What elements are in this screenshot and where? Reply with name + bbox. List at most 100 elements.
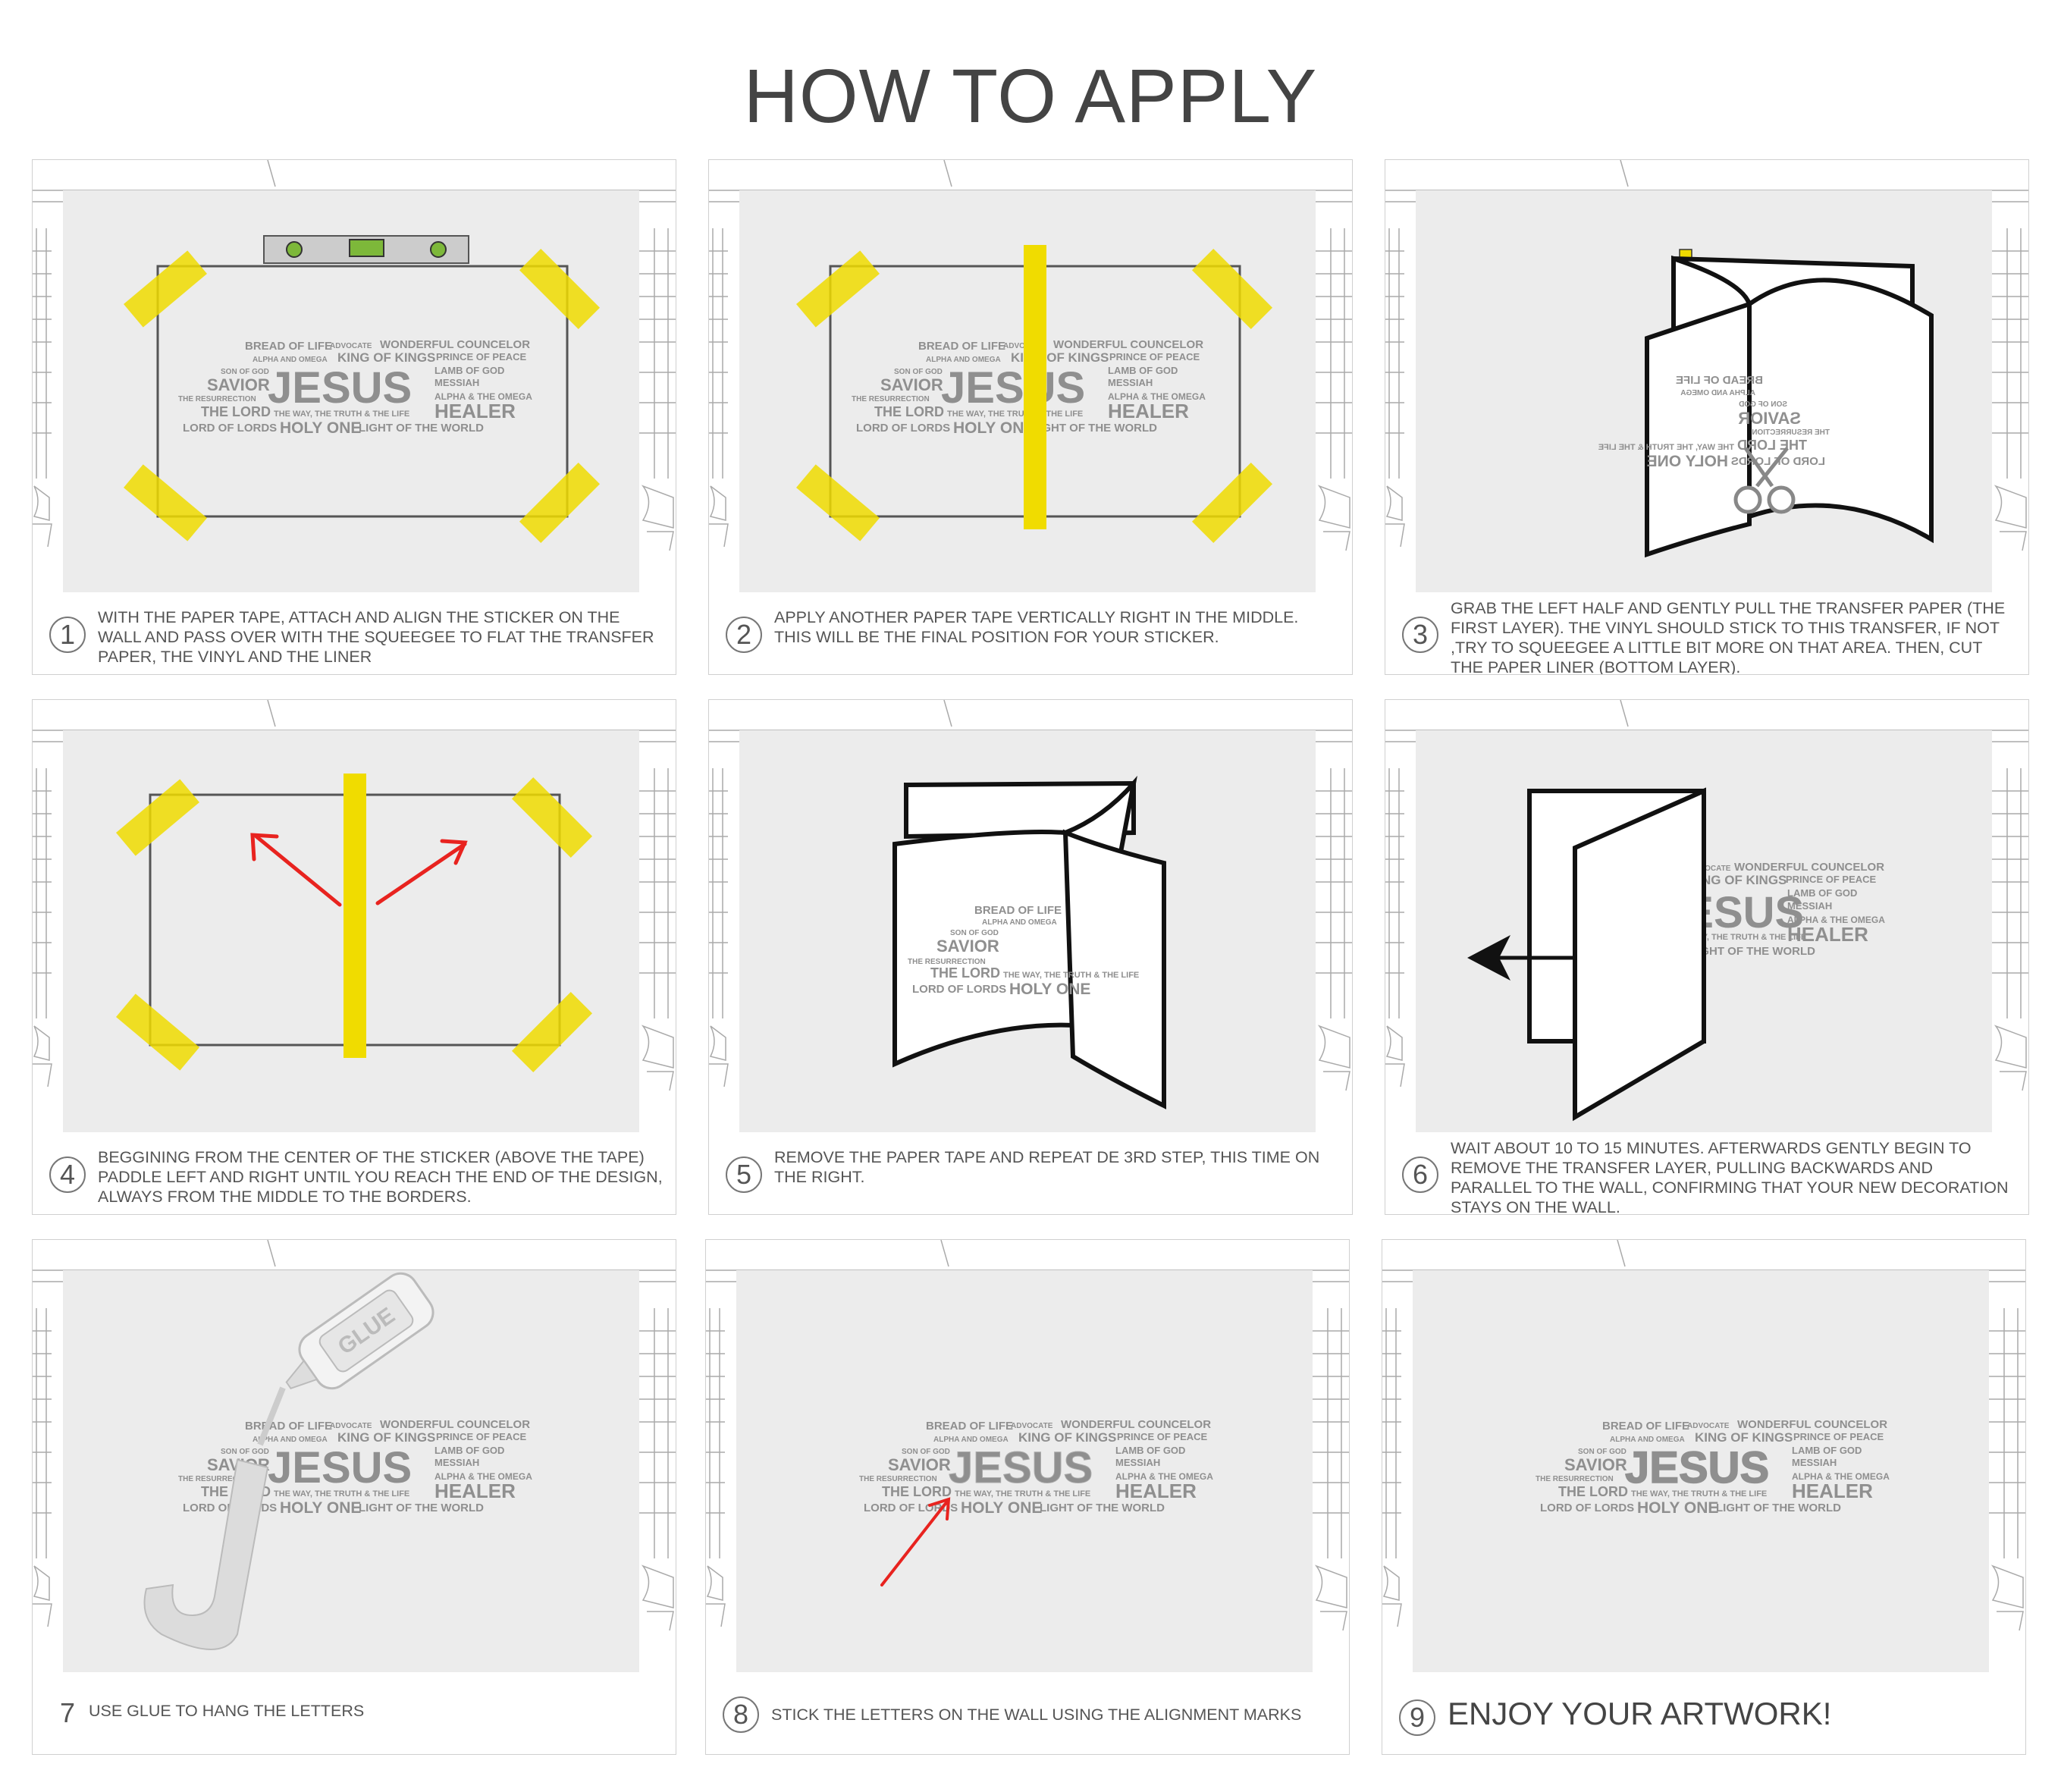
step-caption-2: 2 APPLY ANOTHER PAPER TAPE VERTICALLY RI…: [709, 600, 1352, 674]
svg-text:WONDERFUL COUNCELOR: WONDERFUL COUNCELOR: [380, 1418, 530, 1431]
step-caption-7: 7 USE GLUE TO HANG THE LETTERS: [33, 1680, 676, 1754]
svg-text:SON OF GOD: SON OF GOD: [894, 368, 943, 376]
red-arrow-icon: [250, 833, 468, 907]
svg-text:ALPHA AND OMEGA: ALPHA AND OMEGA: [253, 1436, 328, 1444]
svg-text:SAVIOR: SAVIOR: [1738, 409, 1801, 428]
svg-text:KING OF KINGS: KING OF KINGS: [1689, 873, 1787, 887]
svg-text:MESSIAH: MESSIAH: [434, 1457, 479, 1468]
svg-text:WONDERFUL COUNCELOR: WONDERFUL COUNCELOR: [1061, 1418, 1211, 1431]
svg-text:JESUS: JESUS: [268, 363, 412, 413]
svg-text:WONDERFUL COUNCELOR: WONDERFUL COUNCELOR: [1734, 861, 1884, 874]
svg-text:LAMB OF GOD: LAMB OF GOD: [1115, 1445, 1185, 1456]
svg-text:THE WAY, THE TRUTH & THE LIFE: THE WAY, THE TRUTH & THE LIFE: [955, 1489, 1090, 1499]
svg-text:SAVIOR: SAVIOR: [888, 1455, 951, 1474]
letter-j-icon: [143, 1458, 269, 1650]
svg-text:HEALER: HEALER: [1792, 1480, 1873, 1502]
svg-text:LORD OF LORDS: LORD OF LORDS: [1540, 1502, 1634, 1514]
svg-text:SON OF GOD: SON OF GOD: [1578, 1448, 1627, 1456]
svg-text:JESUS: JESUS: [949, 1443, 1093, 1492]
step-number: 6: [1402, 1156, 1438, 1193]
svg-text:THE RESURRECTION: THE RESURRECTION: [178, 1475, 256, 1483]
step-text: USE GLUE TO HANG THE LETTERS: [89, 1702, 365, 1720]
step-text: STICK THE LETTERS ON THE WALL USING THE …: [771, 1706, 1302, 1724]
step-number: 5: [726, 1156, 762, 1193]
step-illustration-5: BREAD OF LIFE ALPHA AND OMEGA SON OF GOD…: [709, 700, 1352, 1140]
svg-text:SON OF GOD: SON OF GOD: [221, 368, 269, 376]
svg-text:HOLY ONE: HOLY ONE: [280, 1499, 361, 1517]
step-panel-8: BREAD OF LIFE ADVOCATE WONDERFUL COUNCEL…: [705, 1239, 1350, 1755]
page-title: HOW TO APPLY: [743, 54, 1318, 139]
step-illustration-8: BREAD OF LIFE ADVOCATE WONDERFUL COUNCEL…: [706, 1240, 1349, 1680]
svg-text:HEALER: HEALER: [434, 400, 516, 422]
svg-text:THE WAY, THE TRUTH & THE LIFE: THE WAY, THE TRUTH & THE LIFE: [1003, 971, 1139, 980]
step-panel-5: BREAD OF LIFE ALPHA AND OMEGA SON OF GOD…: [708, 699, 1353, 1215]
svg-text:SON OF GOD: SON OF GOD: [902, 1448, 950, 1456]
svg-text:LAMB OF GOD: LAMB OF GOD: [1108, 365, 1178, 376]
svg-text:THE WAY, THE TRUTH & THE LIFE: THE WAY, THE TRUTH & THE LIFE: [1598, 443, 1734, 452]
step-caption-4: 4 BEGGINING FROM THE CENTER OF THE STICK…: [33, 1140, 676, 1214]
svg-text:SON OF GOD: SON OF GOD: [950, 929, 999, 937]
svg-text:LAMB OF GOD: LAMB OF GOD: [434, 1445, 504, 1456]
svg-text:BREAD OF LIFE: BREAD OF LIFE: [1602, 1420, 1689, 1433]
step-number: 9: [1399, 1699, 1435, 1736]
step-panel-3: BREAD OF LIFE ALPHA AND OMEGA SON OF GOD…: [1385, 159, 2029, 675]
svg-text:PRINCE OF PEACE: PRINCE OF PEACE: [436, 351, 527, 362]
svg-text:THE RESURRECTION: THE RESURRECTION: [908, 958, 986, 966]
svg-text:LORD OF LORDS: LORD OF LORDS: [856, 422, 950, 435]
wordcloud: BREAD OF LIFE ADVOCATE WONDERFUL COUNCEL…: [859, 1418, 1213, 1517]
svg-text:LAMB OF GOD: LAMB OF GOD: [1792, 1445, 1862, 1456]
step-illustration-4: [33, 700, 676, 1140]
scissors-icon: [1733, 447, 1796, 514]
glue-bottle-icon: GLUE: [257, 1272, 434, 1446]
svg-text:BREAD OF LIFE: BREAD OF LIFE: [245, 340, 332, 353]
step-caption-6: 6 WAIT ABOUT 10 TO 15 MINUTES. AFTERWARD…: [1385, 1139, 2028, 1214]
step-caption-3: 3 GRAB THE LEFT HALF AND GENTLY PULL THE…: [1385, 599, 2028, 675]
svg-text:ADVOCATE: ADVOCATE: [330, 342, 372, 350]
svg-text:HOLY ONE: HOLY ONE: [280, 419, 361, 437]
svg-text:LORD OF LORDS: LORD OF LORDS: [912, 983, 1006, 996]
step-text: APPLY ANOTHER PAPER TAPE VERTICALLY RIGH…: [774, 608, 1299, 646]
svg-text:ALPHA AND OMEGA: ALPHA AND OMEGA: [253, 356, 328, 364]
step-text: REMOVE THE PAPER TAPE AND REPEAT DE 3RD …: [774, 1148, 1320, 1186]
svg-text:THE LORD: THE LORD: [930, 965, 1000, 981]
svg-text:SON OF GOD: SON OF GOD: [1739, 400, 1787, 409]
svg-text:PRINCE OF PEACE: PRINCE OF PEACE: [1786, 874, 1877, 885]
svg-text:HOLY ONE: HOLY ONE: [1009, 981, 1090, 998]
svg-text:LAMB OF GOD: LAMB OF GOD: [434, 365, 504, 376]
svg-text:LIGHT OF THE WORLD: LIGHT OF THE WORLD: [359, 422, 484, 435]
svg-text:THE WAY, THE TRUTH & THE LIFE: THE WAY, THE TRUTH & THE LIFE: [1631, 1489, 1767, 1499]
svg-text:JESUS: JESUS: [268, 1443, 412, 1492]
svg-text:THE RESURRECTION: THE RESURRECTION: [852, 395, 930, 403]
svg-text:THE LORD: THE LORD: [1737, 438, 1807, 453]
svg-text:THE RESURRECTION: THE RESURRECTION: [1536, 1475, 1614, 1483]
step-text: GRAB THE LEFT HALF AND GENTLY PULL THE T…: [1451, 599, 2006, 675]
svg-text:ALPHA AND OMEGA: ALPHA AND OMEGA: [926, 356, 1001, 364]
svg-text:HEALER: HEALER: [1115, 1480, 1197, 1502]
svg-text:THE WAY, THE TRUTH & THE LIFE: THE WAY, THE TRUTH & THE LIFE: [274, 410, 409, 419]
svg-text:ALPHA & THE OMEGA: ALPHA & THE OMEGA: [434, 391, 532, 402]
svg-text:KING OF KINGS: KING OF KINGS: [1018, 1430, 1116, 1445]
svg-text:BREAD OF LIFE: BREAD OF LIFE: [926, 1420, 1013, 1433]
svg-text:THE LORD: THE LORD: [1558, 1484, 1628, 1499]
svg-text:MESSIAH: MESSIAH: [434, 377, 479, 388]
svg-text:ALPHA AND OMEGA: ALPHA AND OMEGA: [1610, 1436, 1685, 1444]
svg-text:KING OF KINGS: KING OF KINGS: [337, 350, 435, 365]
svg-text:PRINCE OF PEACE: PRINCE OF PEACE: [436, 1431, 527, 1442]
svg-text:THE WAY, THE TRUTH & THE LIFE: THE WAY, THE TRUTH & THE LIFE: [274, 1489, 409, 1499]
svg-text:LIGHT OF THE WORLD: LIGHT OF THE WORLD: [1690, 945, 1815, 958]
svg-text:SAVIOR: SAVIOR: [880, 375, 943, 394]
svg-text:ADVOCATE: ADVOCATE: [330, 1422, 372, 1430]
red-arrow-icon: [880, 1497, 951, 1586]
svg-text:THE RESURRECTION: THE RESURRECTION: [859, 1475, 937, 1483]
svg-text:THE LORD: THE LORD: [874, 404, 944, 419]
svg-text:THE WAY, THE TRUTH & THE LIFE: THE WAY, THE TRUTH & THE LIFE: [947, 410, 1083, 419]
step-illustration-9: BREAD OF LIFE ADVOCATE WONDERFUL COUNCEL…: [1382, 1240, 2025, 1680]
step-panel-2: BREAD OF LIFE ADVOCATE WONDERFUL COUNCEL…: [708, 159, 1353, 675]
step-panel-4: 4 BEGGINING FROM THE CENTER OF THE STICK…: [32, 699, 676, 1215]
step-caption-1: 1 WITH THE PAPER TAPE, ATTACH AND ALIGN …: [33, 600, 676, 674]
svg-text:HOLY ONE: HOLY ONE: [953, 419, 1034, 437]
step-illustration-6: ADVOCATE WONDERFUL COUNCELOR KING OF KIN…: [1385, 700, 2028, 1140]
step-number: 1: [49, 617, 86, 653]
svg-text:ALPHA & THE OMEGA: ALPHA & THE OMEGA: [1792, 1471, 1890, 1482]
svg-text:KING OF KINGS: KING OF KINGS: [1695, 1430, 1793, 1445]
